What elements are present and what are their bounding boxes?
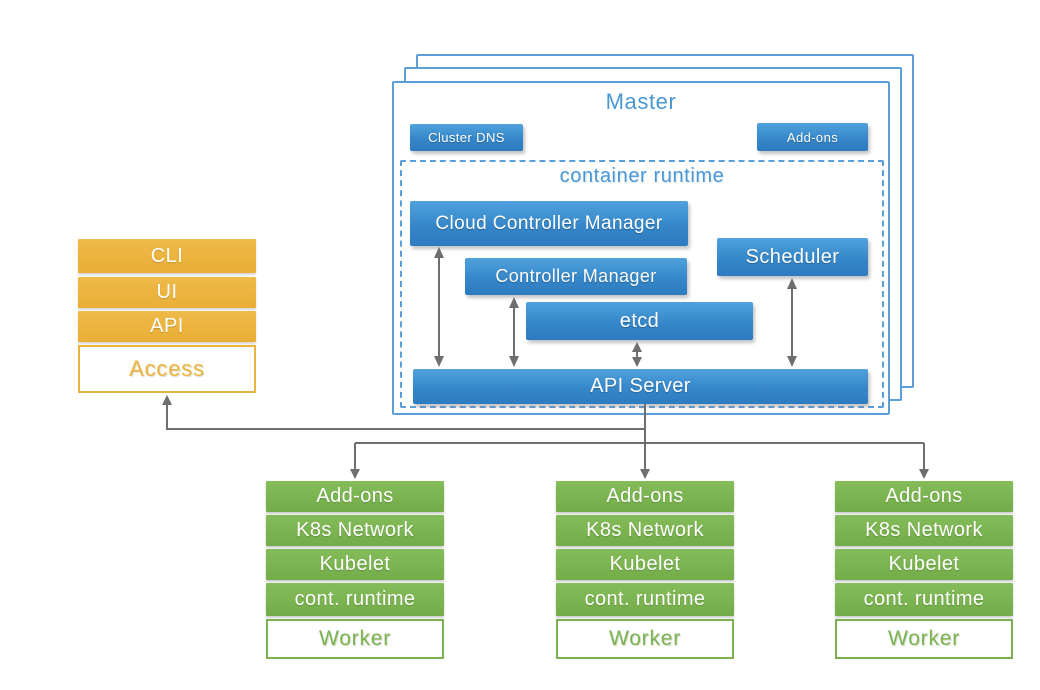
- access-item-cli: CLI: [78, 239, 256, 273]
- worker2-addons: Add-ons: [556, 481, 734, 512]
- worker2-cont-runtime: cont. runtime: [556, 583, 734, 616]
- access-stack: CLI UI API Access: [78, 239, 256, 393]
- worker3-label-box: Worker: [835, 619, 1013, 659]
- worker-node-3: Add-ons K8s Network Kubelet cont. runtim…: [835, 481, 1013, 659]
- connector-apiserver-worker2: [640, 443, 650, 479]
- worker2-k8s-network: K8s Network: [556, 515, 734, 546]
- worker3-addons: Add-ons: [835, 481, 1013, 512]
- connector-apiserver-worker1: [350, 443, 360, 479]
- access-item-ui: UI: [78, 277, 256, 308]
- worker1-k8s-network: K8s Network: [266, 515, 444, 546]
- master-title: Master: [605, 89, 677, 114]
- worker-node-1: Add-ons K8s Network Kubelet cont. runtim…: [266, 481, 444, 659]
- scheduler-box: Scheduler: [717, 238, 868, 276]
- worker3-kubelet: Kubelet: [835, 549, 1013, 580]
- master-node-box: Master Cluster DNS Add-ons container run…: [392, 81, 890, 415]
- worker1-addons: Add-ons: [266, 481, 444, 512]
- worker1-label-box: Worker: [266, 619, 444, 659]
- access-item-api: API: [78, 311, 256, 342]
- worker-node-2: Add-ons K8s Network Kubelet cont. runtim…: [556, 481, 734, 659]
- cluster-dns-box: Cluster DNS: [410, 124, 523, 151]
- controller-manager-box: Controller Manager: [465, 258, 687, 295]
- worker3-cont-runtime: cont. runtime: [835, 583, 1013, 616]
- worker1-kubelet: Kubelet: [266, 549, 444, 580]
- worker1-cont-runtime: cont. runtime: [266, 583, 444, 616]
- worker2-label-box: Worker: [556, 619, 734, 659]
- worker3-k8s-network: K8s Network: [835, 515, 1013, 546]
- api-server-box: API Server: [413, 369, 868, 404]
- master-addons-box: Add-ons: [757, 123, 868, 151]
- container-runtime-title: container runtime: [559, 165, 725, 187]
- cloud-controller-manager-box: Cloud Controller Manager: [410, 201, 688, 246]
- connector-apiserver-worker3: [919, 443, 929, 479]
- etcd-box: etcd: [526, 302, 753, 340]
- access-label-box: Access: [78, 345, 256, 393]
- worker2-kubelet: Kubelet: [556, 549, 734, 580]
